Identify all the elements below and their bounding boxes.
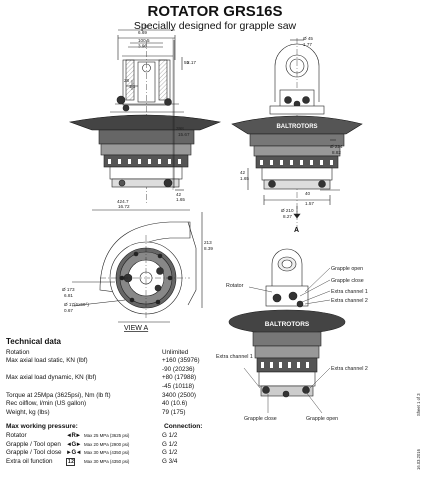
svg-text:42: 42 <box>176 192 182 197</box>
svg-text:170: 170 <box>141 24 149 29</box>
svg-text:Grapple open: Grapple open <box>331 266 363 272</box>
svg-text:424.7: 424.7 <box>117 199 129 204</box>
spec-row: -45 (10118) <box>162 382 195 390</box>
svg-text:1.65: 1.65 <box>240 176 249 181</box>
front-dimensions: 170 6.69 100.5 3.96 28 1.1 55 2.17 398 1… <box>124 24 196 202</box>
pressure-row: Rotator ◄R► Max 25 MPa (3625 psi) G 1/2 <box>6 431 178 439</box>
pressure-row: Grapple / Tool open ◄G► Max 20 MPa (2900… <box>6 440 178 448</box>
svg-text:Ø 173: Ø 173 <box>62 287 75 292</box>
svg-text:Grapple close: Grapple close <box>244 416 277 422</box>
svg-text:Extra channel 2: Extra channel 2 <box>331 366 368 372</box>
spec-row: Max axial load dynamic, KN (lbf)+80 (179… <box>6 374 197 382</box>
svg-text:16.72: 16.72 <box>118 204 130 209</box>
view-a <box>71 209 203 323</box>
svg-text:6.81: 6.81 <box>64 293 73 298</box>
view-a-dimensions: 424.7 16.72 213 8.39 Ø 173 6.81 Ø 17 (6x… <box>62 199 213 332</box>
svg-text:(6x60°): (6x60°) <box>74 302 89 307</box>
svg-text:3.96: 3.96 <box>138 44 147 49</box>
view-a-label: VIEW A <box>124 325 148 332</box>
grapple-open-symbol-icon: ◄G► <box>66 441 82 448</box>
pressure-header: Max working pressure: Connection: <box>6 423 203 431</box>
svg-text:1.1: 1.1 <box>129 84 136 89</box>
svg-text:1.57: 1.57 <box>305 201 314 206</box>
svg-text:Extra channel 1: Extra channel 1 <box>216 354 253 360</box>
svg-text:Ø 45: Ø 45 <box>303 36 313 41</box>
svg-text:40: 40 <box>305 191 311 196</box>
svg-text:1.77: 1.77 <box>303 42 312 47</box>
side-dimensions: Ø 45 1.77 Ø 224 8.82 Ø 210 8.27 40 1.57 … <box>240 36 343 234</box>
svg-text:Grapple open: Grapple open <box>306 416 338 422</box>
svg-text:6.69: 6.69 <box>138 30 147 35</box>
grapple-close-symbol-icon: ►G◄ <box>66 450 82 457</box>
rotator-symbol-icon: ◄R► <box>66 432 81 439</box>
sheet-number: Sheet 1 of 3 <box>416 393 421 416</box>
spec-row: Rec oilflow, l/min (US gallon)40 (10.6) <box>6 400 188 408</box>
extra-function-symbol-icon: 1 2 <box>66 457 76 466</box>
svg-text:Rotator: Rotator <box>226 283 244 289</box>
svg-text:15.67: 15.67 <box>178 132 190 137</box>
svg-text:8.82: 8.82 <box>332 150 341 155</box>
svg-text:Extra channel 2: Extra channel 2 <box>331 298 368 304</box>
svg-text:42: 42 <box>240 170 246 175</box>
spec-row: Max axial load static, KN (lbf)+160 (359… <box>6 357 200 365</box>
svg-text:Ø 17: Ø 17 <box>64 302 74 307</box>
svg-text:1.65: 1.65 <box>176 197 185 202</box>
svg-text:Ø 224: Ø 224 <box>330 144 343 149</box>
svg-text:8.27: 8.27 <box>283 214 292 219</box>
section-a-label: A <box>294 227 299 234</box>
spec-row: Torque at 25Mpa (3625psi), Nm (lb ft)340… <box>6 391 196 399</box>
page-title: ROTATOR GRS16S <box>147 3 283 20</box>
side-view: BALTROTORS <box>231 38 363 230</box>
svg-text:8.39: 8.39 <box>204 246 213 251</box>
spec-row: Weight, kg (lbs)79 (175) <box>6 408 186 416</box>
svg-text:0.67: 0.67 <box>64 308 73 313</box>
svg-text:55: 55 <box>184 60 190 65</box>
svg-text:Ø 210: Ø 210 <box>281 208 294 213</box>
pressure-row: Grapple / Tool close ►G◄ Max 30 MPa (435… <box>6 449 178 457</box>
spec-row: -90 (20236) <box>162 365 195 373</box>
svg-text:Extra channel 1: Extra channel 1 <box>331 289 368 295</box>
isometric-labels: Rotator Grapple open Grapple close Extra… <box>216 266 368 422</box>
revision-date: 16.03.2016 <box>416 449 421 470</box>
technical-data-heading: Technical data <box>6 337 61 346</box>
pressure-row: Extra oil function 1 2 Max 30 MPa (4350 … <box>6 457 178 466</box>
svg-text:28: 28 <box>124 78 130 83</box>
svg-text:100.5: 100.5 <box>138 38 150 43</box>
svg-text:213: 213 <box>204 240 212 245</box>
isometric-view: BALTROTORS <box>228 248 346 414</box>
svg-text:398: 398 <box>176 126 184 131</box>
svg-text:Grapple close: Grapple close <box>331 278 364 284</box>
svg-text:BALTROTORS: BALTROTORS <box>276 124 317 130</box>
page-subtitle: Specially designed for grapple saw <box>133 20 297 32</box>
svg-text:2.17: 2.17 <box>187 60 196 65</box>
front-view <box>68 29 222 205</box>
svg-text:BALTROTORS: BALTROTORS <box>265 321 310 328</box>
